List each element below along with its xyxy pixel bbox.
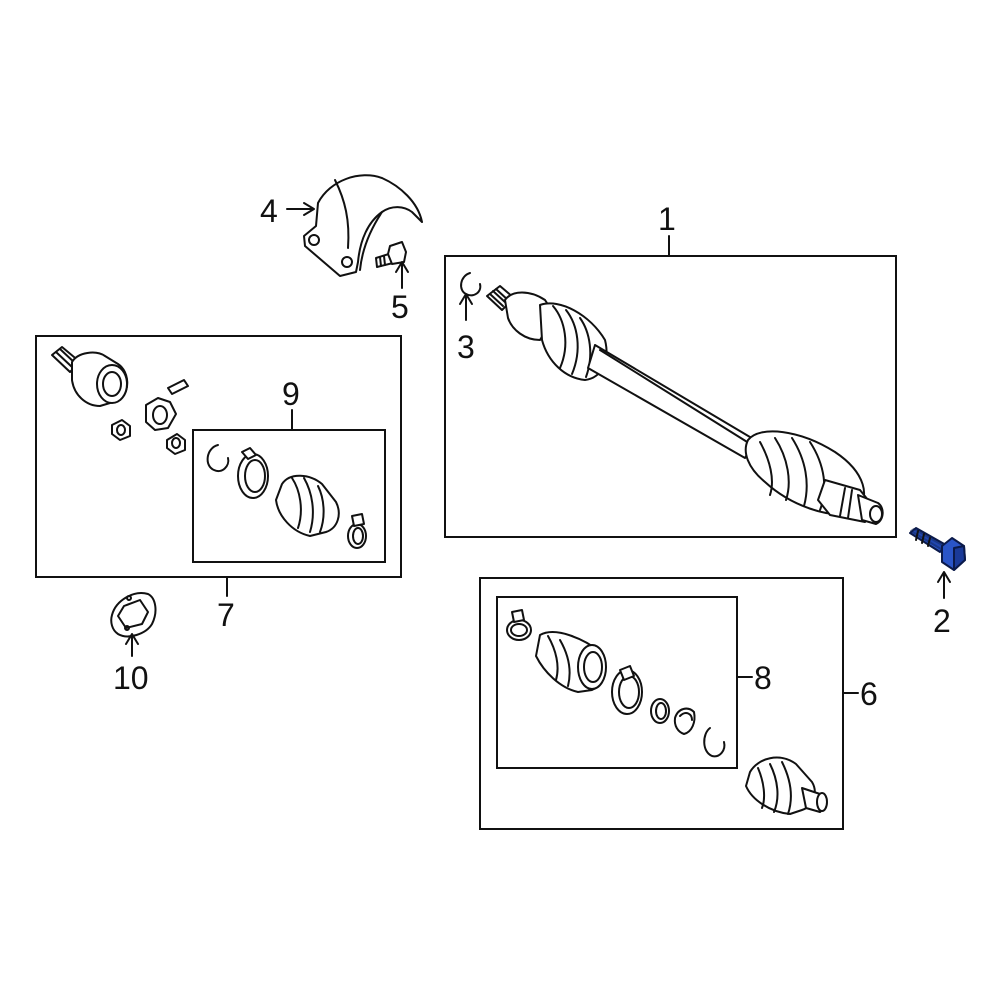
outer-boot-kit-box [496,596,738,769]
inner-joint-kit-box [35,335,402,578]
circlip-3[interactable] [460,272,482,297]
leader-5-arrow [395,261,409,273]
callout-2[interactable]: 2 [933,603,951,639]
callout-4[interactable]: 4 [260,193,278,229]
boot-kit-9-clamp-large[interactable] [237,447,269,499]
callout-8[interactable]: 8 [754,660,772,696]
inner-joint-housing[interactable] [51,346,129,407]
axle-shaft[interactable] [486,285,884,525]
callout-10[interactable]: 10 [113,660,149,696]
tone-ring[interactable] [110,592,157,638]
heat-shield[interactable] [303,174,423,277]
roller-right[interactable] [166,433,186,455]
boot-kit-9-clamp-small[interactable] [347,513,367,549]
callout-7[interactable]: 7 [217,597,235,633]
boot-kit-9-clip[interactable] [206,444,230,472]
outer-joint-kit-box [479,577,844,830]
callout-5[interactable]: 5 [391,289,409,325]
roller-left[interactable] [111,419,131,441]
boot-kit-8-boot[interactable] [535,631,607,693]
callout-6[interactable]: 6 [860,676,878,712]
callout-1[interactable]: 1 [658,201,676,237]
leader-10-arrow [125,633,139,645]
boot-kit-8-cap[interactable] [673,707,696,735]
boot-kit-8-ring[interactable] [650,698,670,724]
callout-3[interactable]: 3 [457,329,475,365]
axle-nut-bolt[interactable] [909,527,966,571]
shield-bolt[interactable] [375,241,407,268]
leader-2-arrow [937,571,951,583]
outer-joint[interactable] [745,756,828,815]
tripod-joint[interactable] [145,379,189,431]
leader-4-arrow [303,202,315,216]
inner-boot-kit-box [192,429,386,563]
boot-kit-8-clamp-large[interactable] [611,665,643,715]
boot-kit-8-clamp-small[interactable] [506,609,532,641]
boot-kit-8-circlip[interactable] [703,727,726,758]
callout-9[interactable]: 9 [282,376,300,412]
boot-kit-9-boot[interactable] [275,474,340,537]
axle-assembly-box [444,255,897,538]
leader-3-arrow [459,293,473,305]
